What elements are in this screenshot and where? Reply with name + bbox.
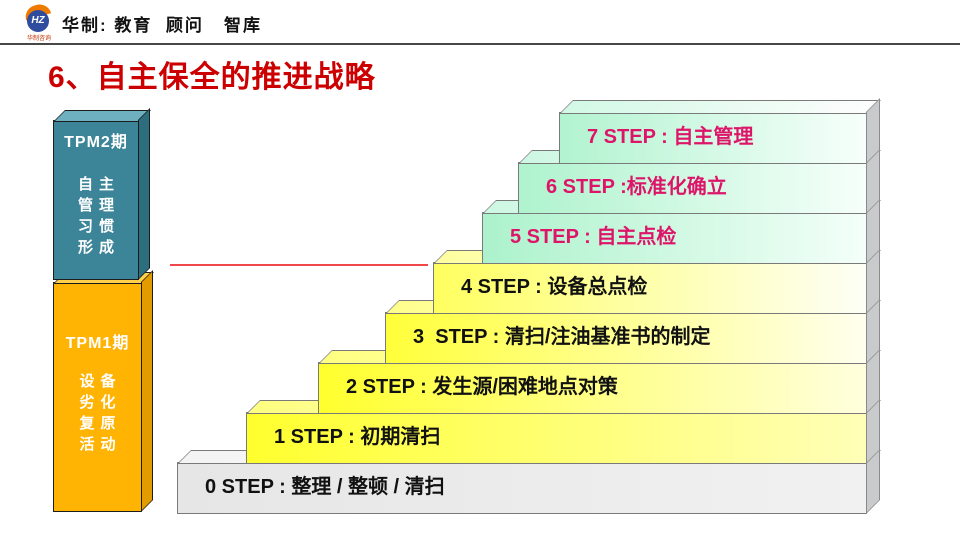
header: HZ 华制咨询 华制: 教育 顾问 智库 [0,0,960,43]
step-bar-3: 3 STEP : 清扫/注油基准书的制定 [385,312,867,364]
pillar-tpm2: TPM2期 自主 管理 习惯 形成 [53,120,139,280]
step-bar-1: 1 STEP : 初期清扫 [246,412,867,464]
pillar-tpm2-text: 自主 管理 习惯 形成 [54,174,138,258]
step-bar-6: 6 STEP :标准化确立 [518,162,867,214]
step-label-5: 5 STEP : 自主点检 [510,226,677,248]
page-title: 6、自主保全的推进战略 [48,61,376,94]
step-bar-5: 5 STEP : 自主点检 [482,212,867,264]
step-label-2: 2 STEP : 发生源/困难地点对策 [346,376,618,398]
pillar-line: 形成 [77,239,120,256]
pillar-line: 自主 [77,176,120,193]
logo-caption: 华制咨询 [26,36,51,42]
pillar-line: 活动 [79,436,122,453]
pillar-line: 复原 [79,415,122,432]
step-bar-7: 7 STEP : 自主管理 [559,112,867,164]
pillar-line: 习惯 [77,218,120,235]
step-label-7: 7 STEP : 自主管理 [587,126,754,148]
connector-line [170,264,428,266]
header-divider [0,43,960,45]
step-bar-0: 0 STEP : 整理 / 整顿 / 清扫 [177,462,867,514]
pillar-tpm1-label: TPM1期 [65,335,130,352]
step-label-4: 4 STEP : 设备总点检 [461,276,648,298]
pillar-tpm1-text: 设备 劣化 复原 活动 [54,371,141,455]
step-label-1: 1 STEP : 初期清扫 [274,426,441,448]
logo-hz-icon: HZ [27,10,49,32]
pillar-line: 劣化 [79,394,122,411]
step-bar-4: 4 STEP : 设备总点检 [433,262,867,314]
pillar-line: 管理 [77,197,120,214]
brand-text: 华制: 教育 顾问 智库 [62,16,262,35]
pillar-tpm2-label: TPM2期 [64,134,128,151]
company-logo: HZ 华制咨询 [22,1,56,42]
step-bar-2: 2 STEP : 发生源/困难地点对策 [318,362,867,414]
step-label-3: 3 STEP : 清扫/注油基准书的制定 [413,326,711,348]
pillar-tpm1: TPM1期 设备 劣化 复原 活动 [53,282,142,512]
pillar-line: 设备 [79,373,122,390]
step-label-6: 6 STEP :标准化确立 [546,176,727,198]
step-label-0: 0 STEP : 整理 / 整顿 / 清扫 [205,476,445,498]
